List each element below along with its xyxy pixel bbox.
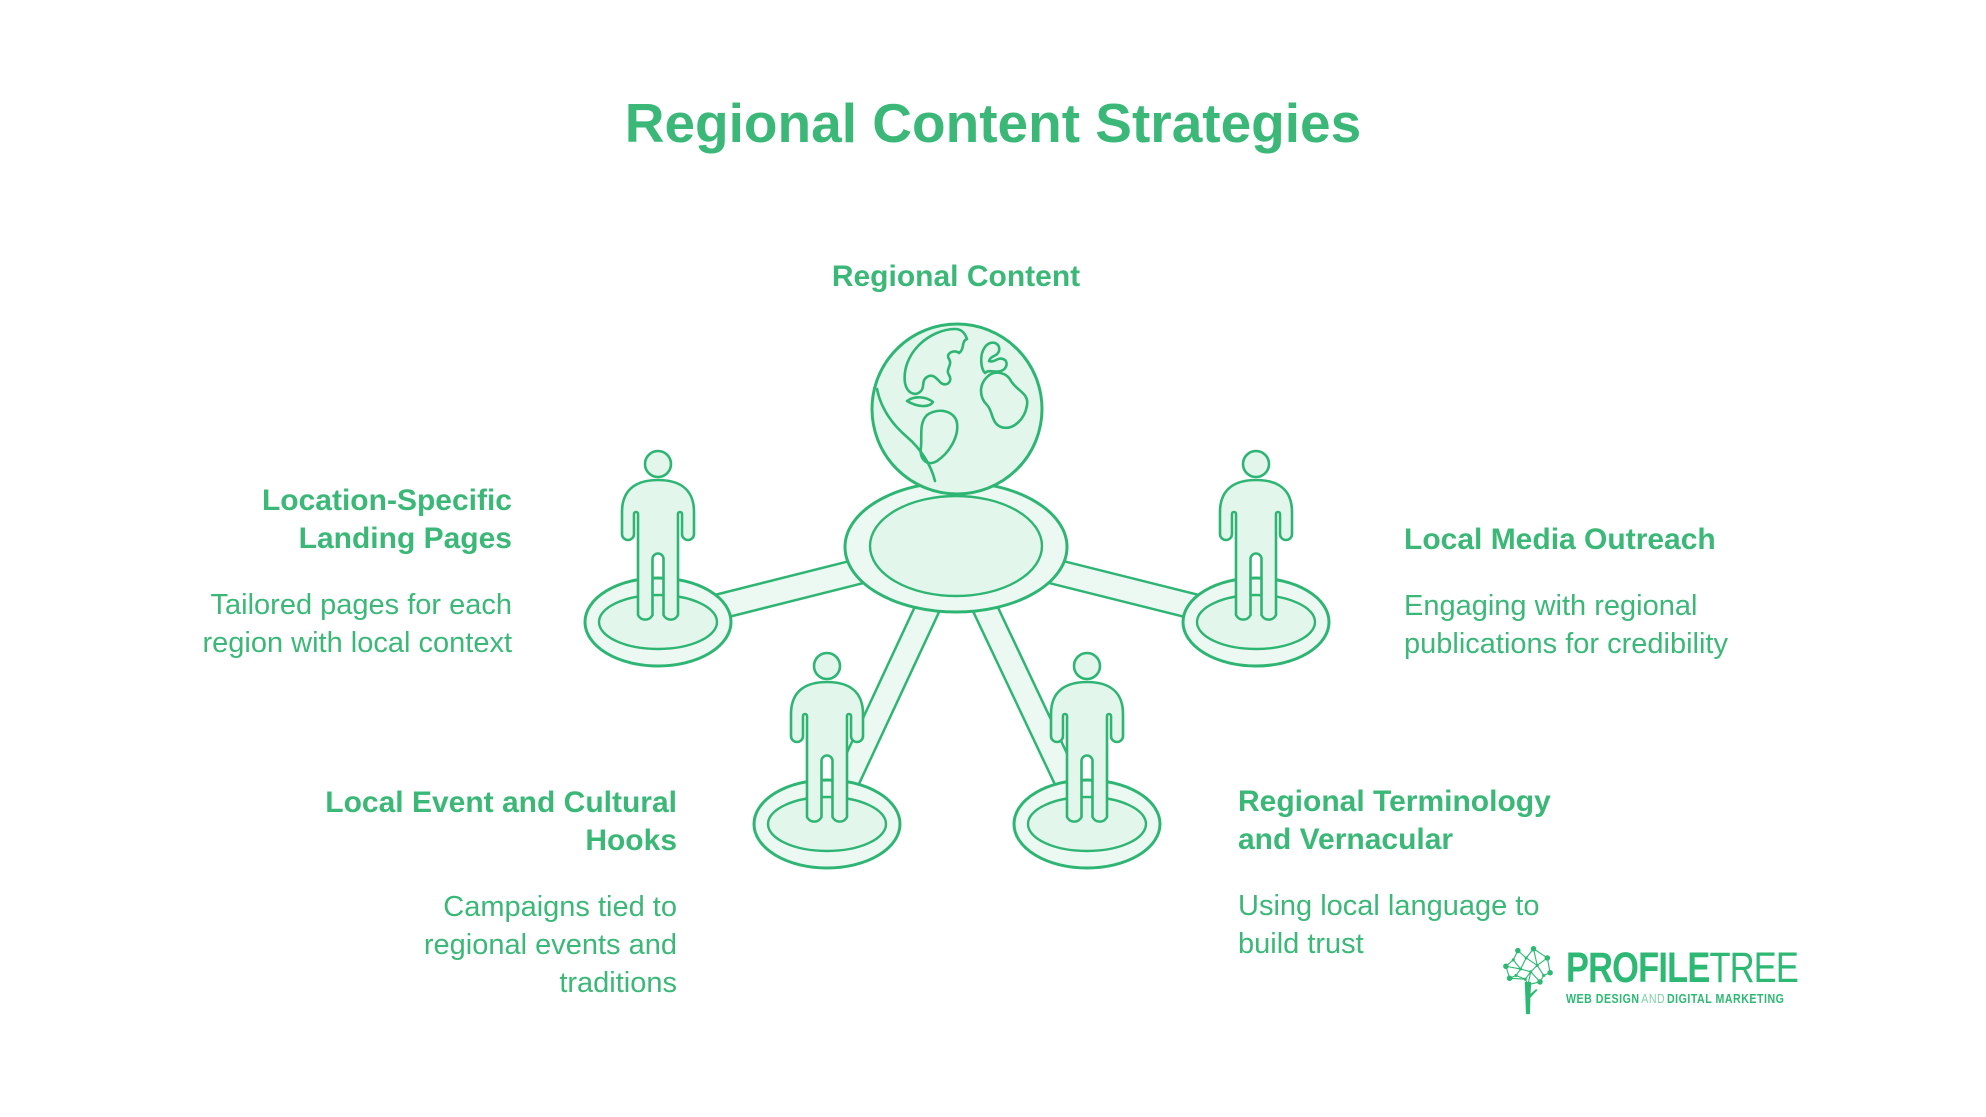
tagline-part: WEB DESIGN [1566,992,1640,1006]
person-node-right [1181,449,1331,668]
person-node-left [583,449,733,668]
hub-inner-ellipse [868,494,1044,598]
brand-name-bold: PROFILE [1566,944,1710,992]
globe-icon [870,322,1044,496]
desc-line: Using local language to [1238,890,1540,922]
desc-line: build trust [1238,928,1364,960]
title-line: Local Media Outreach [1404,523,1716,556]
network-tree-icon [1503,946,1553,1015]
section-description: Engaging with regional publications for … [1404,587,1804,663]
desc-line: Campaigns tied to [443,891,677,923]
section-description: Tailored pages for each region with loca… [152,586,513,662]
desc-line: publications for credibility [1404,628,1728,660]
title-line: and Vernacular [1238,823,1454,856]
desc-line: traditions [559,967,677,999]
title-line: Landing Pages [298,522,512,555]
tagline-and: AND [1641,992,1666,1006]
title-line: Local Event and Cultural [325,786,677,819]
section-location-specific-landing-pages: Location-Specific Landing Pages Tailored… [152,482,513,662]
center-node-label: Regional Content [831,260,1081,293]
title-line: Hooks [585,824,677,857]
title-line: Regional Terminology [1238,785,1551,818]
desc-line: Engaging with regional [1404,590,1698,622]
brand-wordmark: PROFILETREE [1566,944,1799,992]
section-description: Campaigns tied to regional events and tr… [317,888,677,1002]
section-local-event-and-cultural-hooks: Local Event and Cultural Hooks Campaigns… [317,784,677,1002]
section-title: Regional Terminology and Vernacular [1238,783,1638,859]
desc-line: Tailored pages for each [210,589,512,621]
section-title: Location-Specific Landing Pages [152,482,512,558]
section-regional-terminology-and-vernacular: Regional Terminology and Vernacular Usin… [1238,783,1638,963]
tree-trunk [1524,981,1538,1015]
desc-line: regional events and [423,929,677,961]
section-title: Local Media Outreach [1404,521,1804,559]
center-hub [843,480,1069,614]
section-local-media-outreach: Local Media Outreach Engaging with regio… [1404,521,1804,663]
title-line: Location-Specific [261,484,512,517]
page-title: Regional Content Strategies [624,92,1362,154]
desc-line: region with local context [202,627,513,659]
globe-continents [875,327,1029,483]
section-description: Using local language to build trust [1238,887,1638,963]
section-title: Local Event and Cultural Hooks [317,784,677,860]
brand-name-light: TREE [1709,944,1799,992]
tagline-part: DIGITAL MARKETING [1666,992,1785,1006]
